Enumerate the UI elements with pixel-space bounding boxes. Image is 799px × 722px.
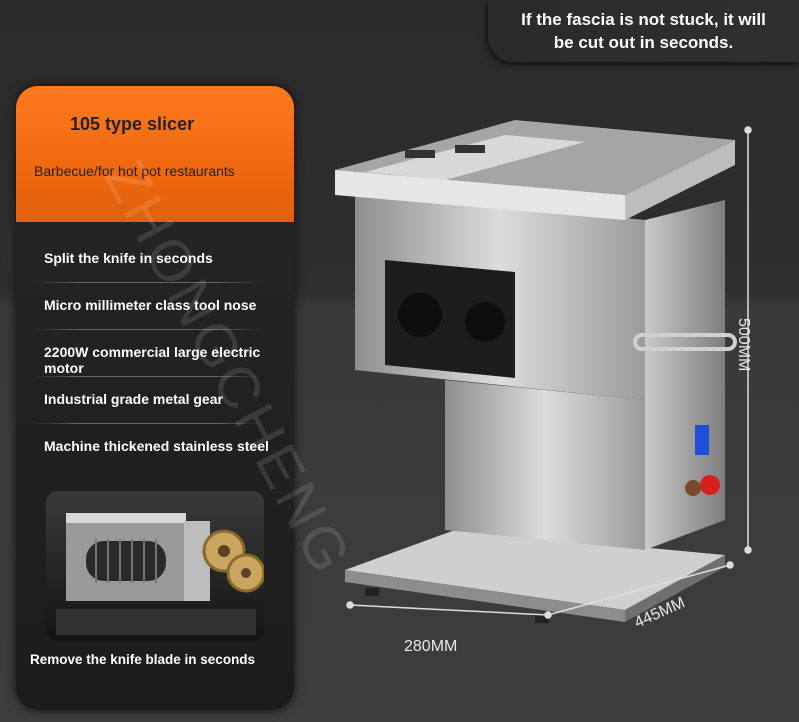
photo-caption: Remove the knife blade in seconds	[30, 652, 256, 667]
feature-item: Industrial grade metal gear	[44, 391, 223, 407]
product-subtitle: Barbecue/for hot pot restaurants	[34, 163, 235, 179]
banner-line-1: If the fascia is not stuck, it will	[521, 10, 766, 29]
width-dimension: 280MM	[404, 638, 458, 655]
feature-item: Machine thickened stainless steel	[44, 438, 269, 454]
product-title: 105 type slicer	[70, 114, 195, 134]
feature-panel: 105 type slicer Barbecue/for hot pot res…	[16, 86, 294, 710]
banner-line-2: be cut out in seconds.	[553, 33, 734, 52]
top-banner: If the fascia is not stuck, it will be c…	[488, 0, 799, 62]
panel-header: 105 type slicer Barbecue/for hot pot res…	[16, 86, 294, 222]
divider	[34, 423, 262, 424]
feature-item: 2200W commercial large electric motor	[44, 344, 261, 376]
divider	[34, 329, 262, 330]
divider	[34, 282, 262, 283]
slicer-machine-illustration	[335, 120, 737, 623]
height-dimension: 500MM	[735, 318, 752, 372]
divider	[34, 376, 262, 377]
feature-item: Micro millimeter class tool nose	[44, 297, 257, 313]
feature-item: Split the knife in seconds	[44, 250, 213, 266]
blade-assembly-photo	[46, 491, 264, 641]
